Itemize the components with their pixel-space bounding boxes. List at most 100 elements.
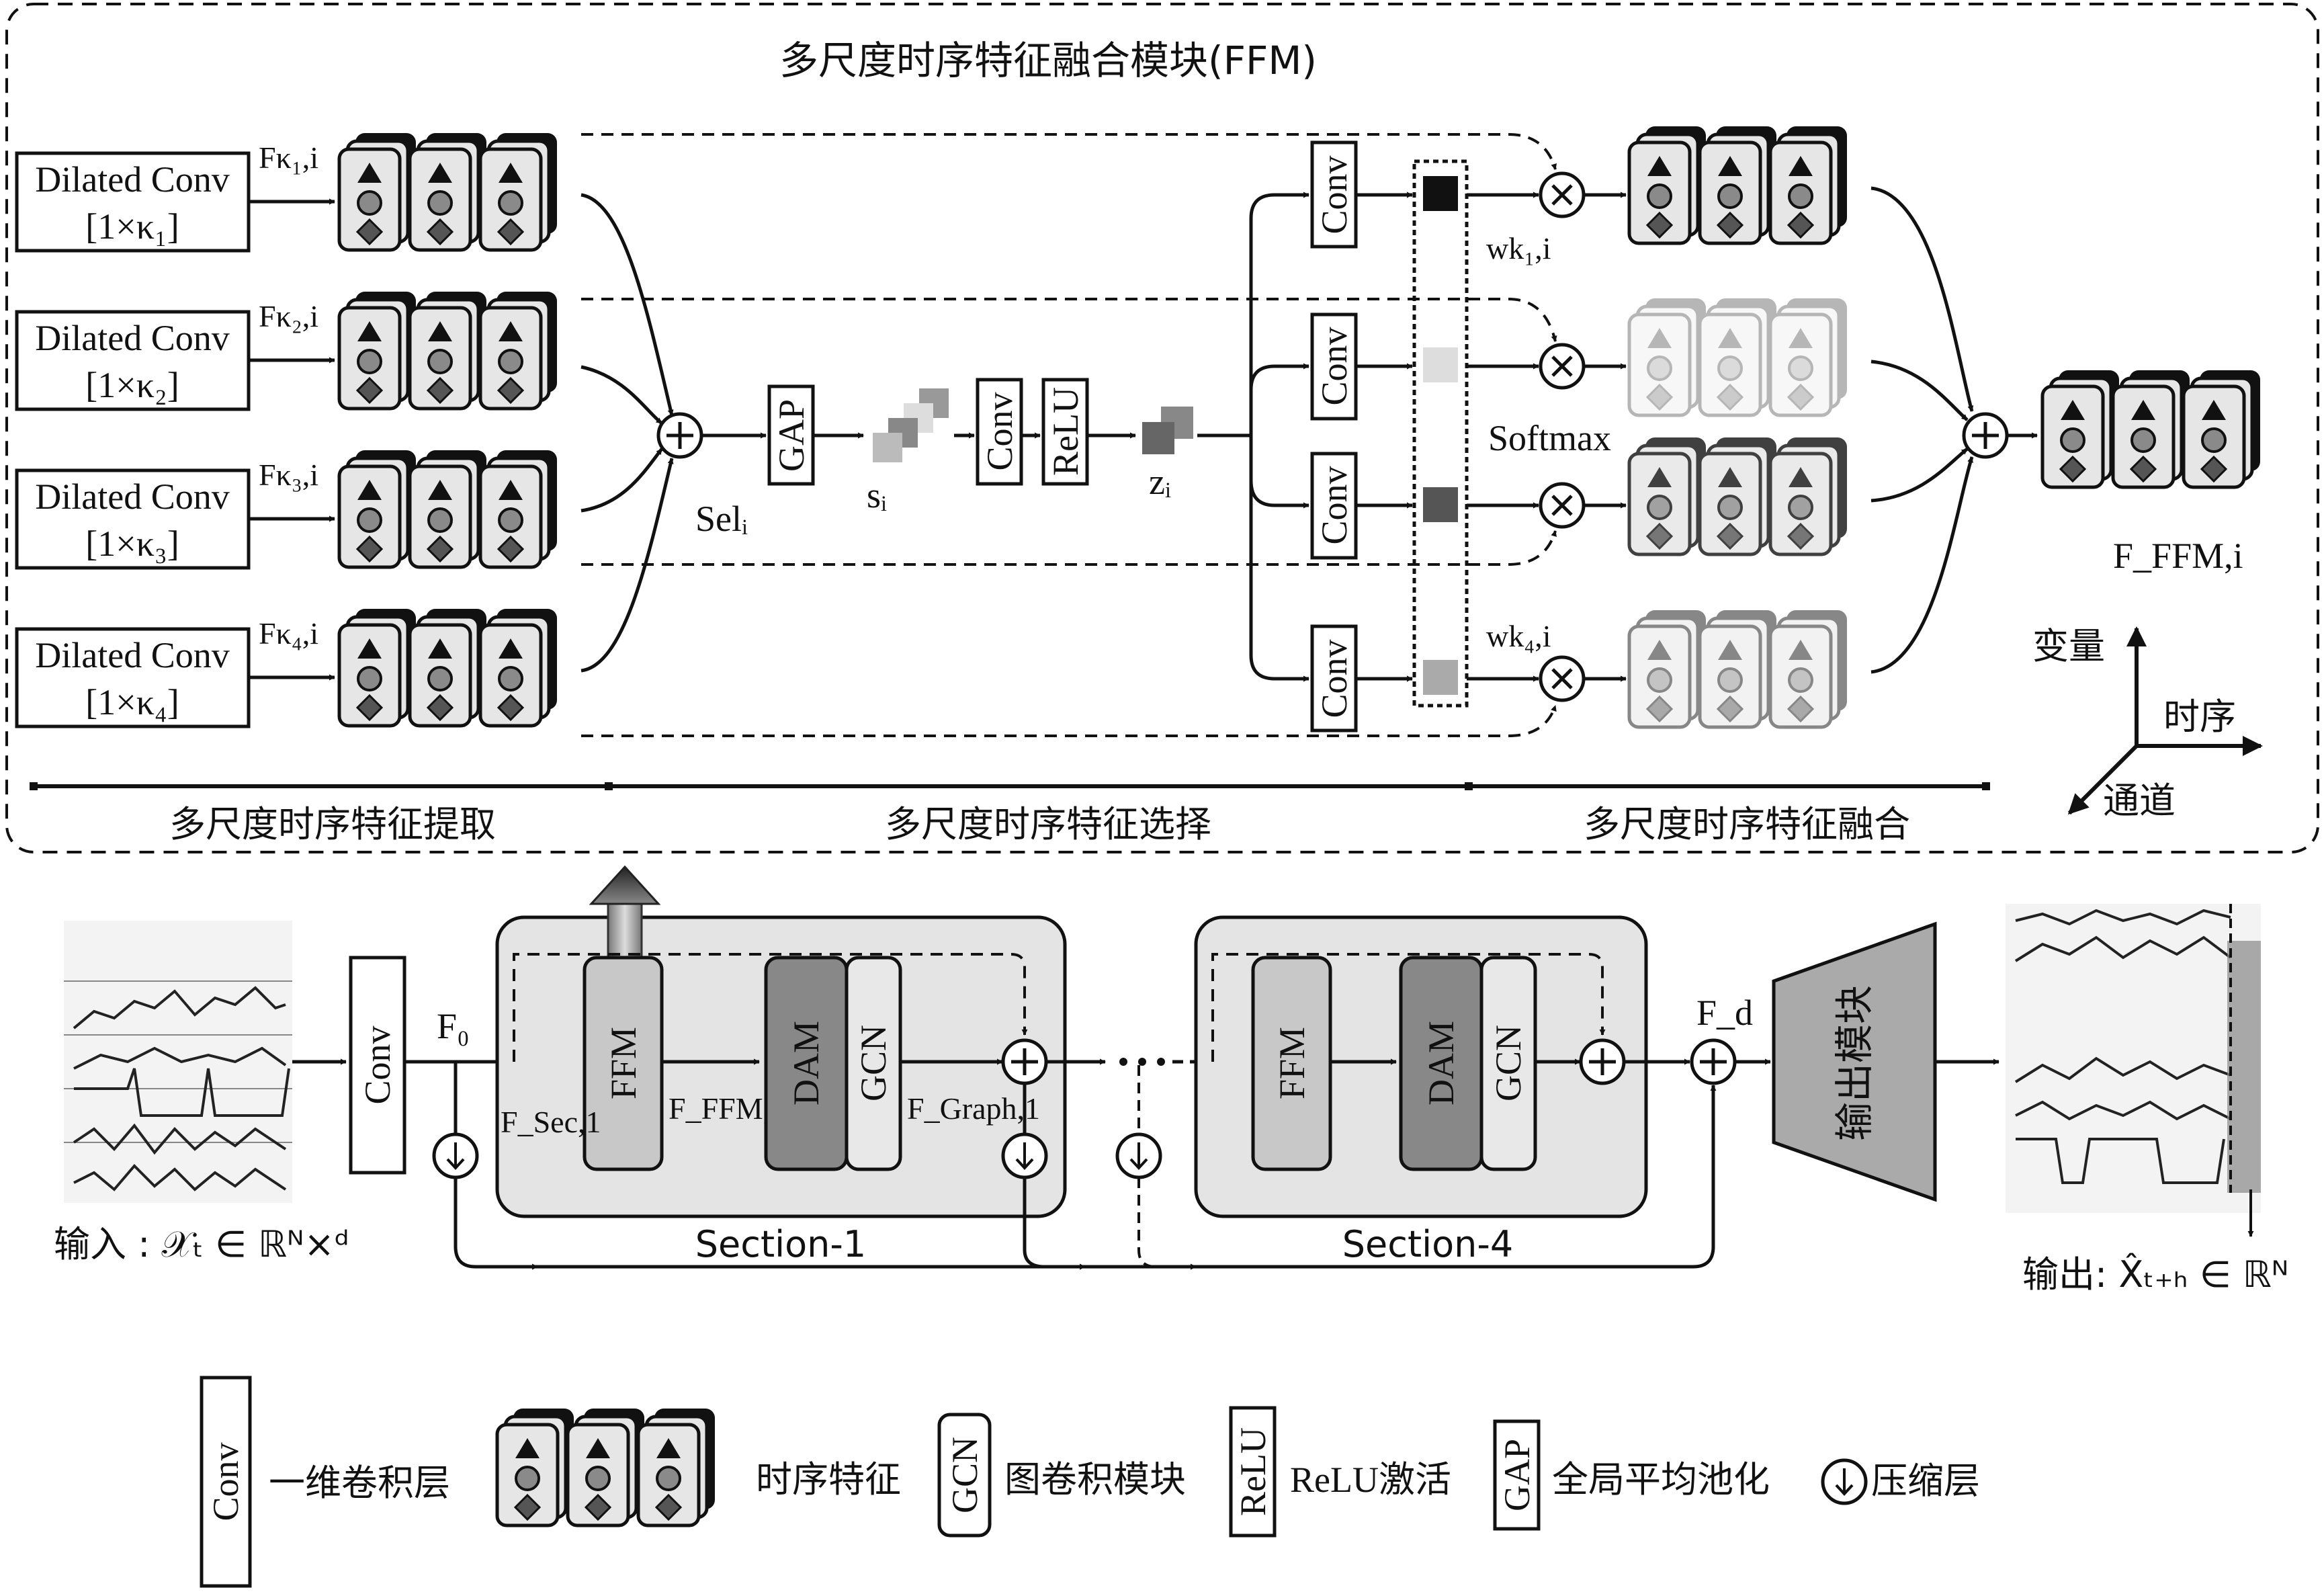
weighted-feature-blocks [1629,126,1847,727]
z-vector-squares: zᵢ [1142,407,1193,502]
weight-square-4 [1423,660,1458,695]
dilated-conv-branches: Dilated Conv [1×κ₁] Dilated Conv [1×κ₂] … [15,151,251,728]
svg-text:压缩层: 压缩层 [1871,1460,1980,1502]
ffm-title: 多尺度时序特征融合模块(FFM) [779,38,1317,83]
weight-square-2 [1423,347,1458,382]
svg-text:输出模块: 输出模块 [1832,985,1877,1141]
svg-text:FFM: FFM [603,1027,644,1099]
ellipsis-dots [1119,1058,1165,1066]
dilated-conv-box-1: Dilated Conv [1×κ₁] [15,151,251,253]
svg-text:图卷积模块: 图卷积模块 [1004,1458,1186,1501]
gap-box: GAP [767,384,815,486]
svg-text:ReLU激活: ReLU激活 [1290,1460,1451,1500]
legend-compress: 压缩层 [1821,1458,1980,1505]
fsec-label: F_Sec,1 [501,1105,601,1139]
weight-square-3 [1423,487,1458,522]
input-label: 输入 : 𝒳ₜ ∈ ℝᴺ×ᵈ [54,1223,349,1265]
feature-label-4: Fκ₄,i [259,616,318,651]
expand-up-arrow [607,896,643,962]
svg-text:DAM: DAM [786,1021,826,1105]
svg-text:Dilated Conv: Dilated Conv [35,159,229,200]
s-label: sᵢ [867,475,887,515]
svg-text:GAP: GAP [1497,1439,1537,1511]
svg-text:Conv: Conv [1314,155,1354,234]
svg-text:Dilated Conv: Dilated Conv [35,476,229,517]
output-label: 输出: X̂ₜ₊ₕ ∈ ℝᴺ [2022,1253,2288,1296]
input-series-thumbnail [64,921,292,1203]
section-1: FFM F_Sec,1 F_FFM,1 DAM GCN F_Graph,1 Se… [495,865,1067,1265]
feature-label-2: Fκ₂,i [259,299,318,333]
svg-text:一维卷积层: 一维卷积层 [269,1462,450,1504]
legend-gcn: GCN 图卷积模块 [937,1413,1186,1538]
svg-text:Conv: Conv [357,1025,398,1104]
relu-box: ReLU [1041,378,1089,486]
svg-text:Conv: Conv [1314,466,1354,544]
svg-text:GAP: GAP [771,399,812,472]
axes-indicator: 变量 时序 通道 [2032,625,2263,822]
svg-text:Conv: Conv [1314,639,1354,718]
stage-selection-label: 多尺度时序特征选择 [885,803,1211,845]
f0-label: F₀ [437,1006,470,1046]
pipeline-conv-box: Conv [349,956,406,1175]
stage-fusion-label: 多尺度时序特征融合 [1584,803,1910,845]
axis-time-label: 时序 [2163,696,2236,738]
sum-node-sel: Selᵢ [580,193,748,673]
ffm-module-frame [5,3,2319,853]
weight-square-1 [1423,176,1458,211]
ffm-output-label: F_FFM,i [2113,536,2243,576]
legend-conv: Conv 一维卷积层 [200,1376,450,1588]
output-series-thumbnail [2006,904,2261,1237]
output-module: 输出模块 [1772,921,1937,1202]
stage-extraction-label: 多尺度时序特征提取 [169,803,496,845]
weight-label-1: wk₁,i [1486,231,1551,265]
svg-text:[1×κ₃]: [1×κ₃] [85,523,179,564]
svg-text:ReLU: ReLU [1233,1427,1273,1516]
legend: Conv 一维卷积层 时序特征 GCN 图卷积模块 ReLU ReLU激活 GA… [200,1376,1980,1588]
dilated-conv-box-3: Dilated Conv [1×κ₃] [15,468,251,570]
fgraph-label: F_Graph,1 [907,1091,1040,1126]
stage-timeline: 多尺度时序特征提取 多尺度时序特征选择 多尺度时序特征融合 [30,782,1990,845]
dilated-conv-box-4: Dilated Conv [1×κ₄] [15,627,251,728]
legend-gap: GAP 全局平均池化 [1493,1419,1770,1531]
svg-text:Conv: Conv [980,392,1020,470]
branch-feature-labels: Fκ₁,i Fκ₂,i Fκ₃,i Fκ₄,i [249,140,335,681]
svg-text:Dilated Conv: Dilated Conv [35,635,229,675]
feature-label-1: Fκ₁,i [259,140,318,175]
svg-text:[1×κ₂]: [1×κ₂] [85,365,179,405]
selection-conv-box: Conv [976,378,1023,486]
axis-channel-label: 通道 [2103,780,2176,822]
svg-text:GCN: GCN [945,1437,985,1513]
dashed-skip-lines [581,133,1557,737]
svg-text:FFM: FFM [1272,1027,1312,1099]
softmax-label: Softmax [1488,418,1611,458]
svg-text:全局平均池化: 全局平均池化 [1552,1458,1770,1501]
fd-label: F_d [1696,993,1753,1033]
branch-conv-boxes: Conv Conv Conv Conv [1310,140,1358,732]
axis-variable-label: 变量 [2032,625,2105,667]
compress-node-ellipsis [1115,1065,1162,1268]
svg-text:GCN: GCN [1488,1025,1529,1101]
feature-label-3: Fκ₃,i [259,458,318,492]
svg-text:DAM: DAM [1421,1021,1461,1105]
branch-lines [1197,192,1309,682]
section-1-label: Section-1 [695,1223,866,1265]
sel-label: Selᵢ [695,499,748,539]
ffm-output-block [2042,370,2260,487]
svg-text:Dilated Conv: Dilated Conv [35,318,229,358]
dilated-conv-box-2: Dilated Conv [1×κ₂] [15,310,251,411]
svg-text:Conv: Conv [206,1442,246,1521]
z-label: zᵢ [1149,462,1171,502]
section-4-label: Section-4 [1342,1223,1513,1265]
final-sum-node: F_d [1690,993,1753,1085]
svg-text:GCN: GCN [853,1025,894,1101]
extracted-feature-blocks [339,133,557,726]
legend-relu: ReLU ReLU激活 [1229,1406,1451,1538]
s-vector-squares: sᵢ [867,388,949,515]
fusion-sum-node [1870,186,2009,674]
svg-text:Conv: Conv [1314,327,1354,405]
svg-text:时序特征: 时序特征 [756,1458,901,1501]
svg-text:[1×κ₄]: [1×κ₄] [85,682,179,722]
weight-label-4: wk₄,i [1486,619,1551,653]
svg-text:ReLU: ReLU [1045,387,1086,476]
svg-text:[1×κ₁]: [1×κ₁] [85,206,179,247]
